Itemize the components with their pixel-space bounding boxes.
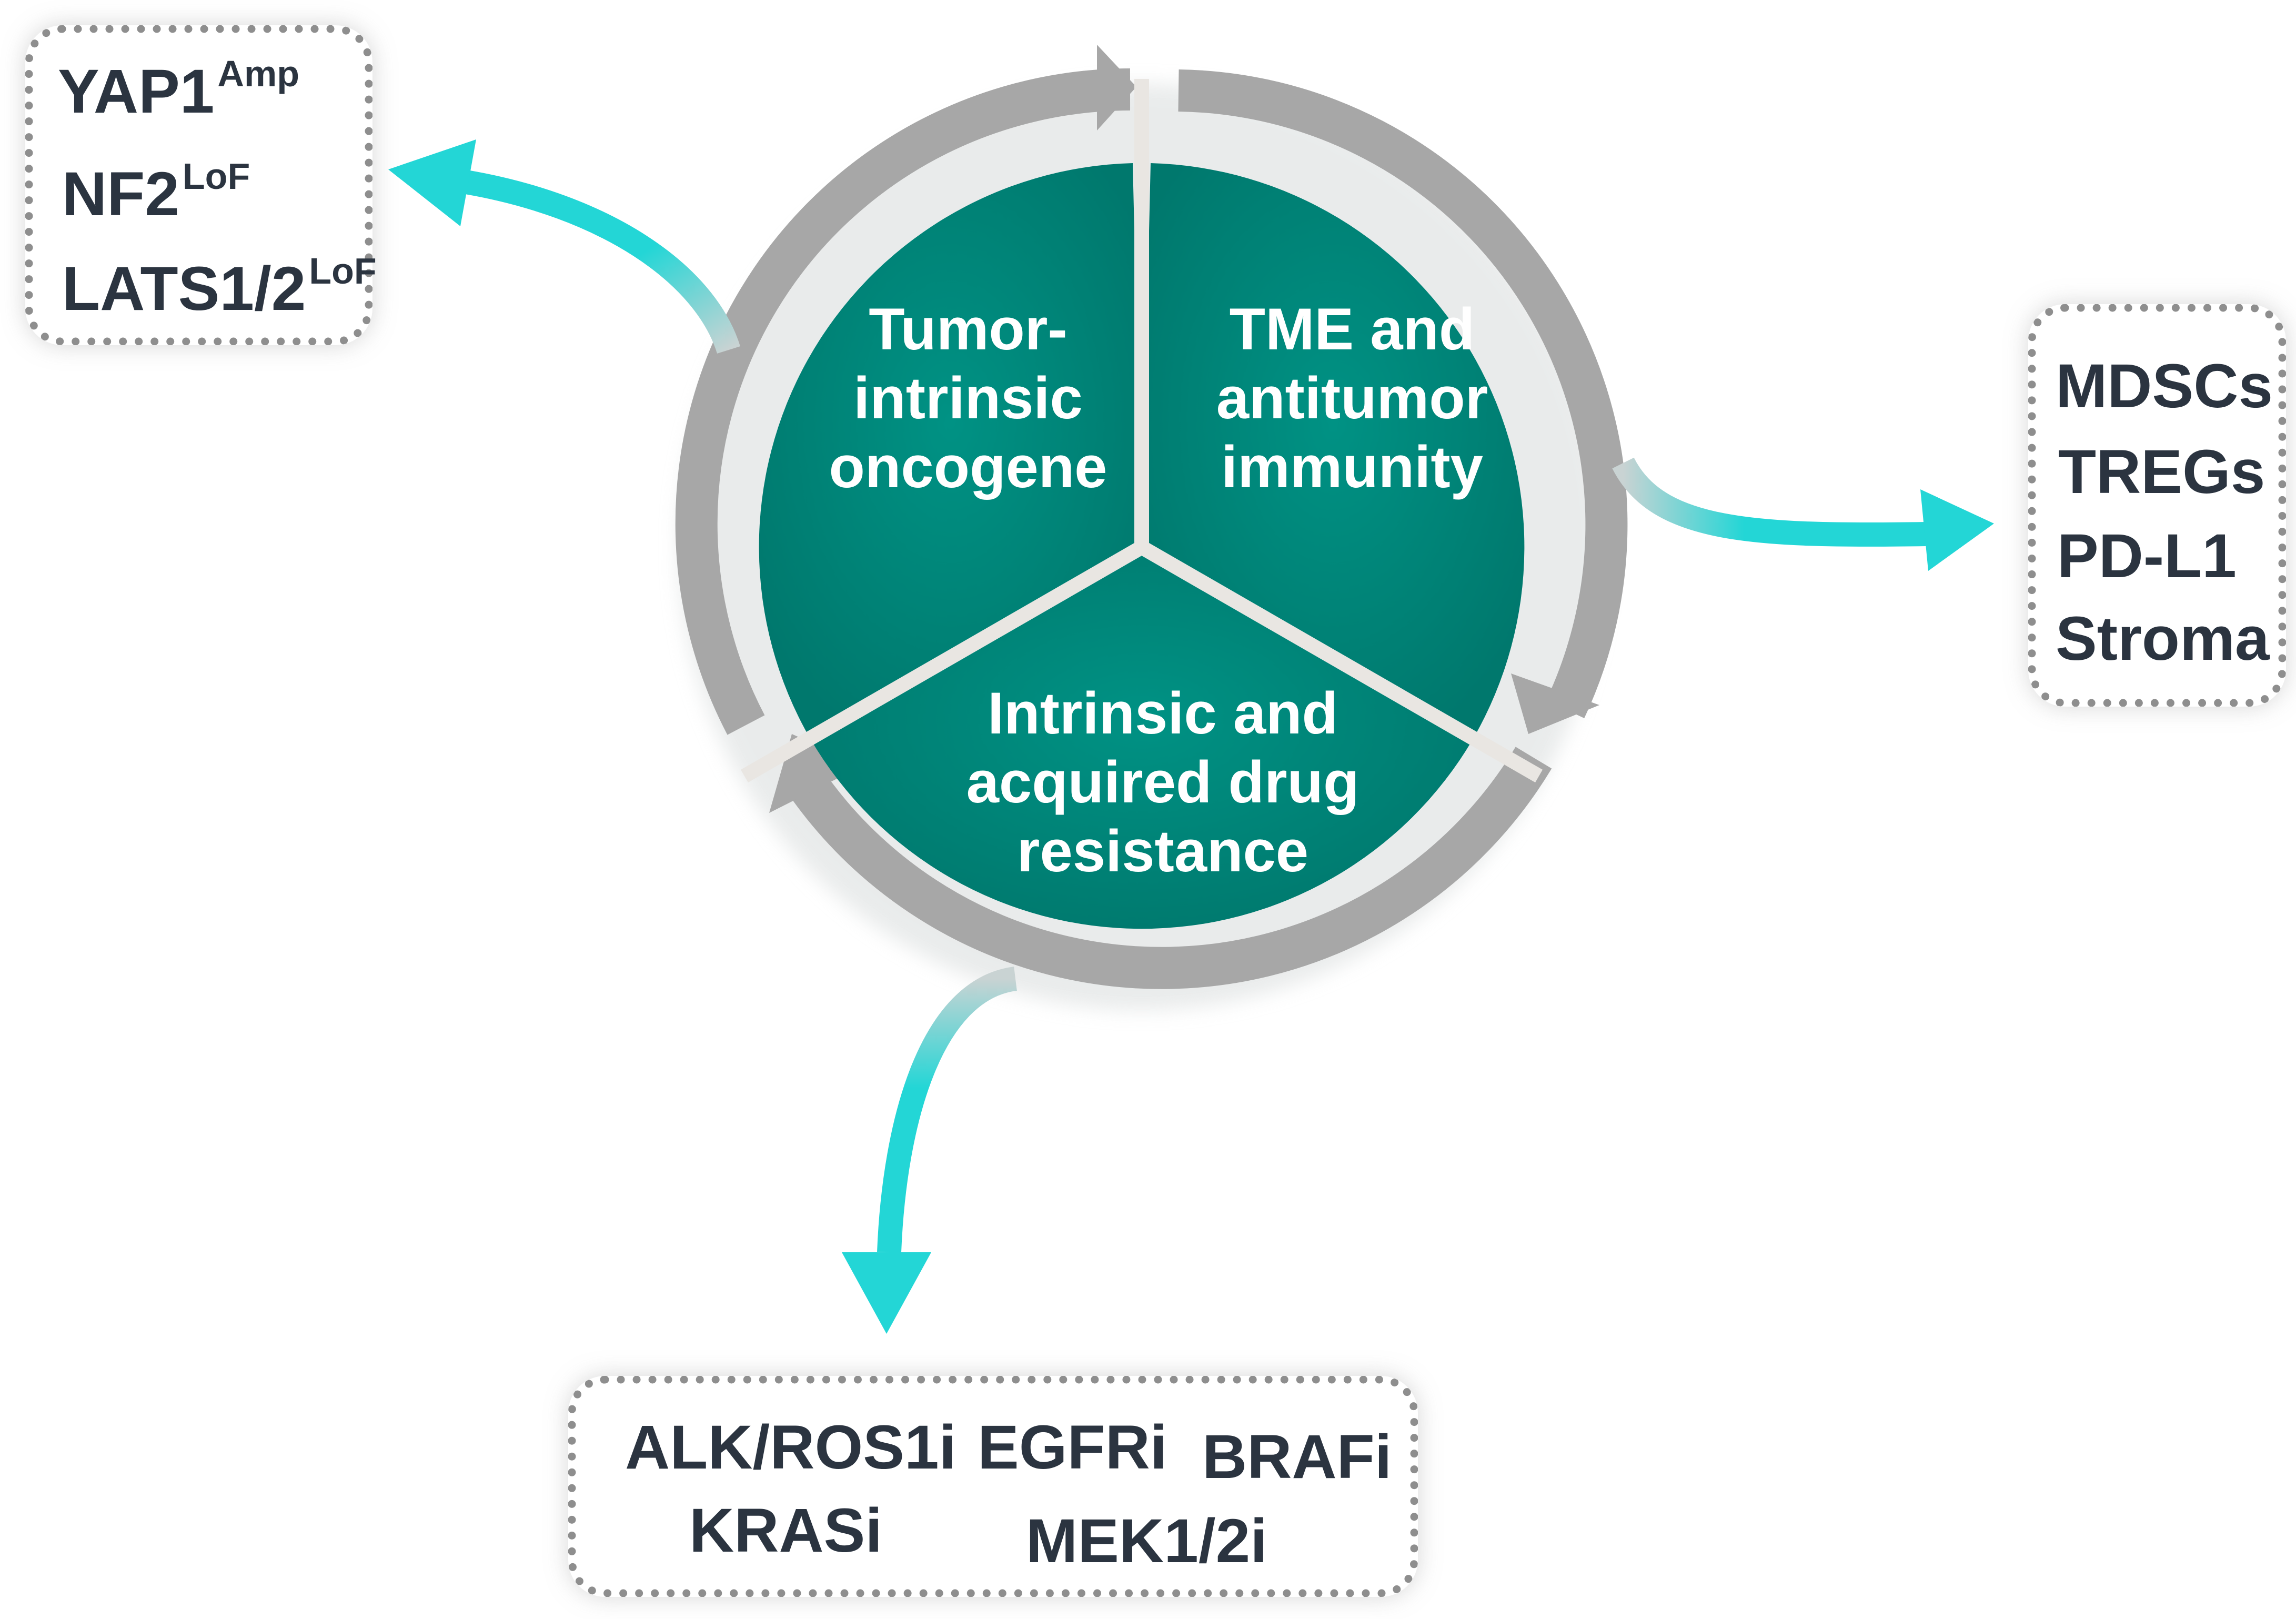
arrow-shaft-immune	[1612, 457, 1926, 547]
drug-brafi: BRAFi	[1202, 1422, 1392, 1492]
gene-yap1: YAP1Amp	[58, 55, 299, 123]
label-oncogene-line-2: intrinsic	[853, 365, 1083, 431]
drug-krasi: KRASi	[689, 1496, 883, 1565]
drug-alk-ros1i: ALK/ROS1i	[625, 1413, 956, 1482]
gene-yap1-name: YAP1	[58, 57, 215, 126]
arrowhead-drugs	[842, 1252, 931, 1334]
arrow-to-drugs	[842, 967, 1018, 1334]
label-tme: TME and antitumor immunity	[1189, 295, 1515, 501]
label-resistance-line-3: resistance	[1016, 818, 1309, 884]
gene-nf2-name: NF2	[62, 159, 179, 229]
ring-arc-bottom	[782, 747, 1552, 989]
label-resistance-line-1: Intrinsic and	[988, 680, 1338, 746]
label-oncogene-line-1: Tumor-	[869, 296, 1068, 362]
drug-mek12i: MEK1/2i	[1026, 1506, 1268, 1576]
divider-left	[741, 540, 1145, 783]
immune-item-mdscs: MDSCs	[2056, 351, 2273, 421]
immune-item-stroma: Stroma	[2056, 604, 2270, 673]
arrow-shaft-hippo	[461, 169, 740, 354]
label-tme-line-1: TME and	[1229, 296, 1475, 362]
label-resistance-line-2: acquired drug	[966, 749, 1360, 815]
arrowhead-hippo	[388, 139, 476, 226]
divider-right	[1138, 540, 1543, 783]
label-oncogene-line-3: oncogene	[829, 434, 1107, 500]
gene-lats12: LATS1/2LoF	[62, 253, 377, 320]
arrow-to-hippo	[388, 139, 740, 354]
label-oncogene: Tumor- intrinsic oncogene	[821, 295, 1115, 501]
cycle-ring	[675, 68, 1628, 989]
label-tme-line-3: immunity	[1221, 434, 1483, 500]
drug-egfri: EGFRi	[978, 1413, 1167, 1482]
gene-lats12-name: LATS1/2	[62, 254, 306, 324]
gene-yap1-superscript: Amp	[217, 53, 299, 94]
ring-arrowhead-right	[1511, 673, 1599, 734]
arrow-shaft-drugs	[877, 967, 1018, 1253]
gene-nf2-superscript: LoF	[182, 156, 250, 197]
gene-lats12-superscript: LoF	[309, 250, 377, 291]
arrow-to-immune	[1612, 457, 1994, 571]
label-resistance: Intrinsic and acquired drug resistance	[947, 679, 1378, 886]
label-tme-line-2: antitumor	[1216, 365, 1488, 431]
ring-arrowhead-top	[1097, 45, 1136, 130]
ring-arc-left	[675, 68, 1131, 735]
immune-factors-box	[2028, 304, 2286, 707]
immune-item-tregs: TREGs	[2058, 437, 2265, 507]
gene-nf2: NF2LoF	[62, 158, 250, 225]
ring-arc-right	[1178, 69, 1628, 718]
segment-resistance	[810, 547, 1473, 929]
targeted-drugs-box	[568, 1376, 1418, 1597]
immune-item-pdl1: PD-L1	[2057, 521, 2237, 591]
hippo-alterations-box	[25, 25, 372, 345]
arrowhead-immune	[1920, 489, 1994, 571]
segment-dividers	[741, 79, 1543, 783]
